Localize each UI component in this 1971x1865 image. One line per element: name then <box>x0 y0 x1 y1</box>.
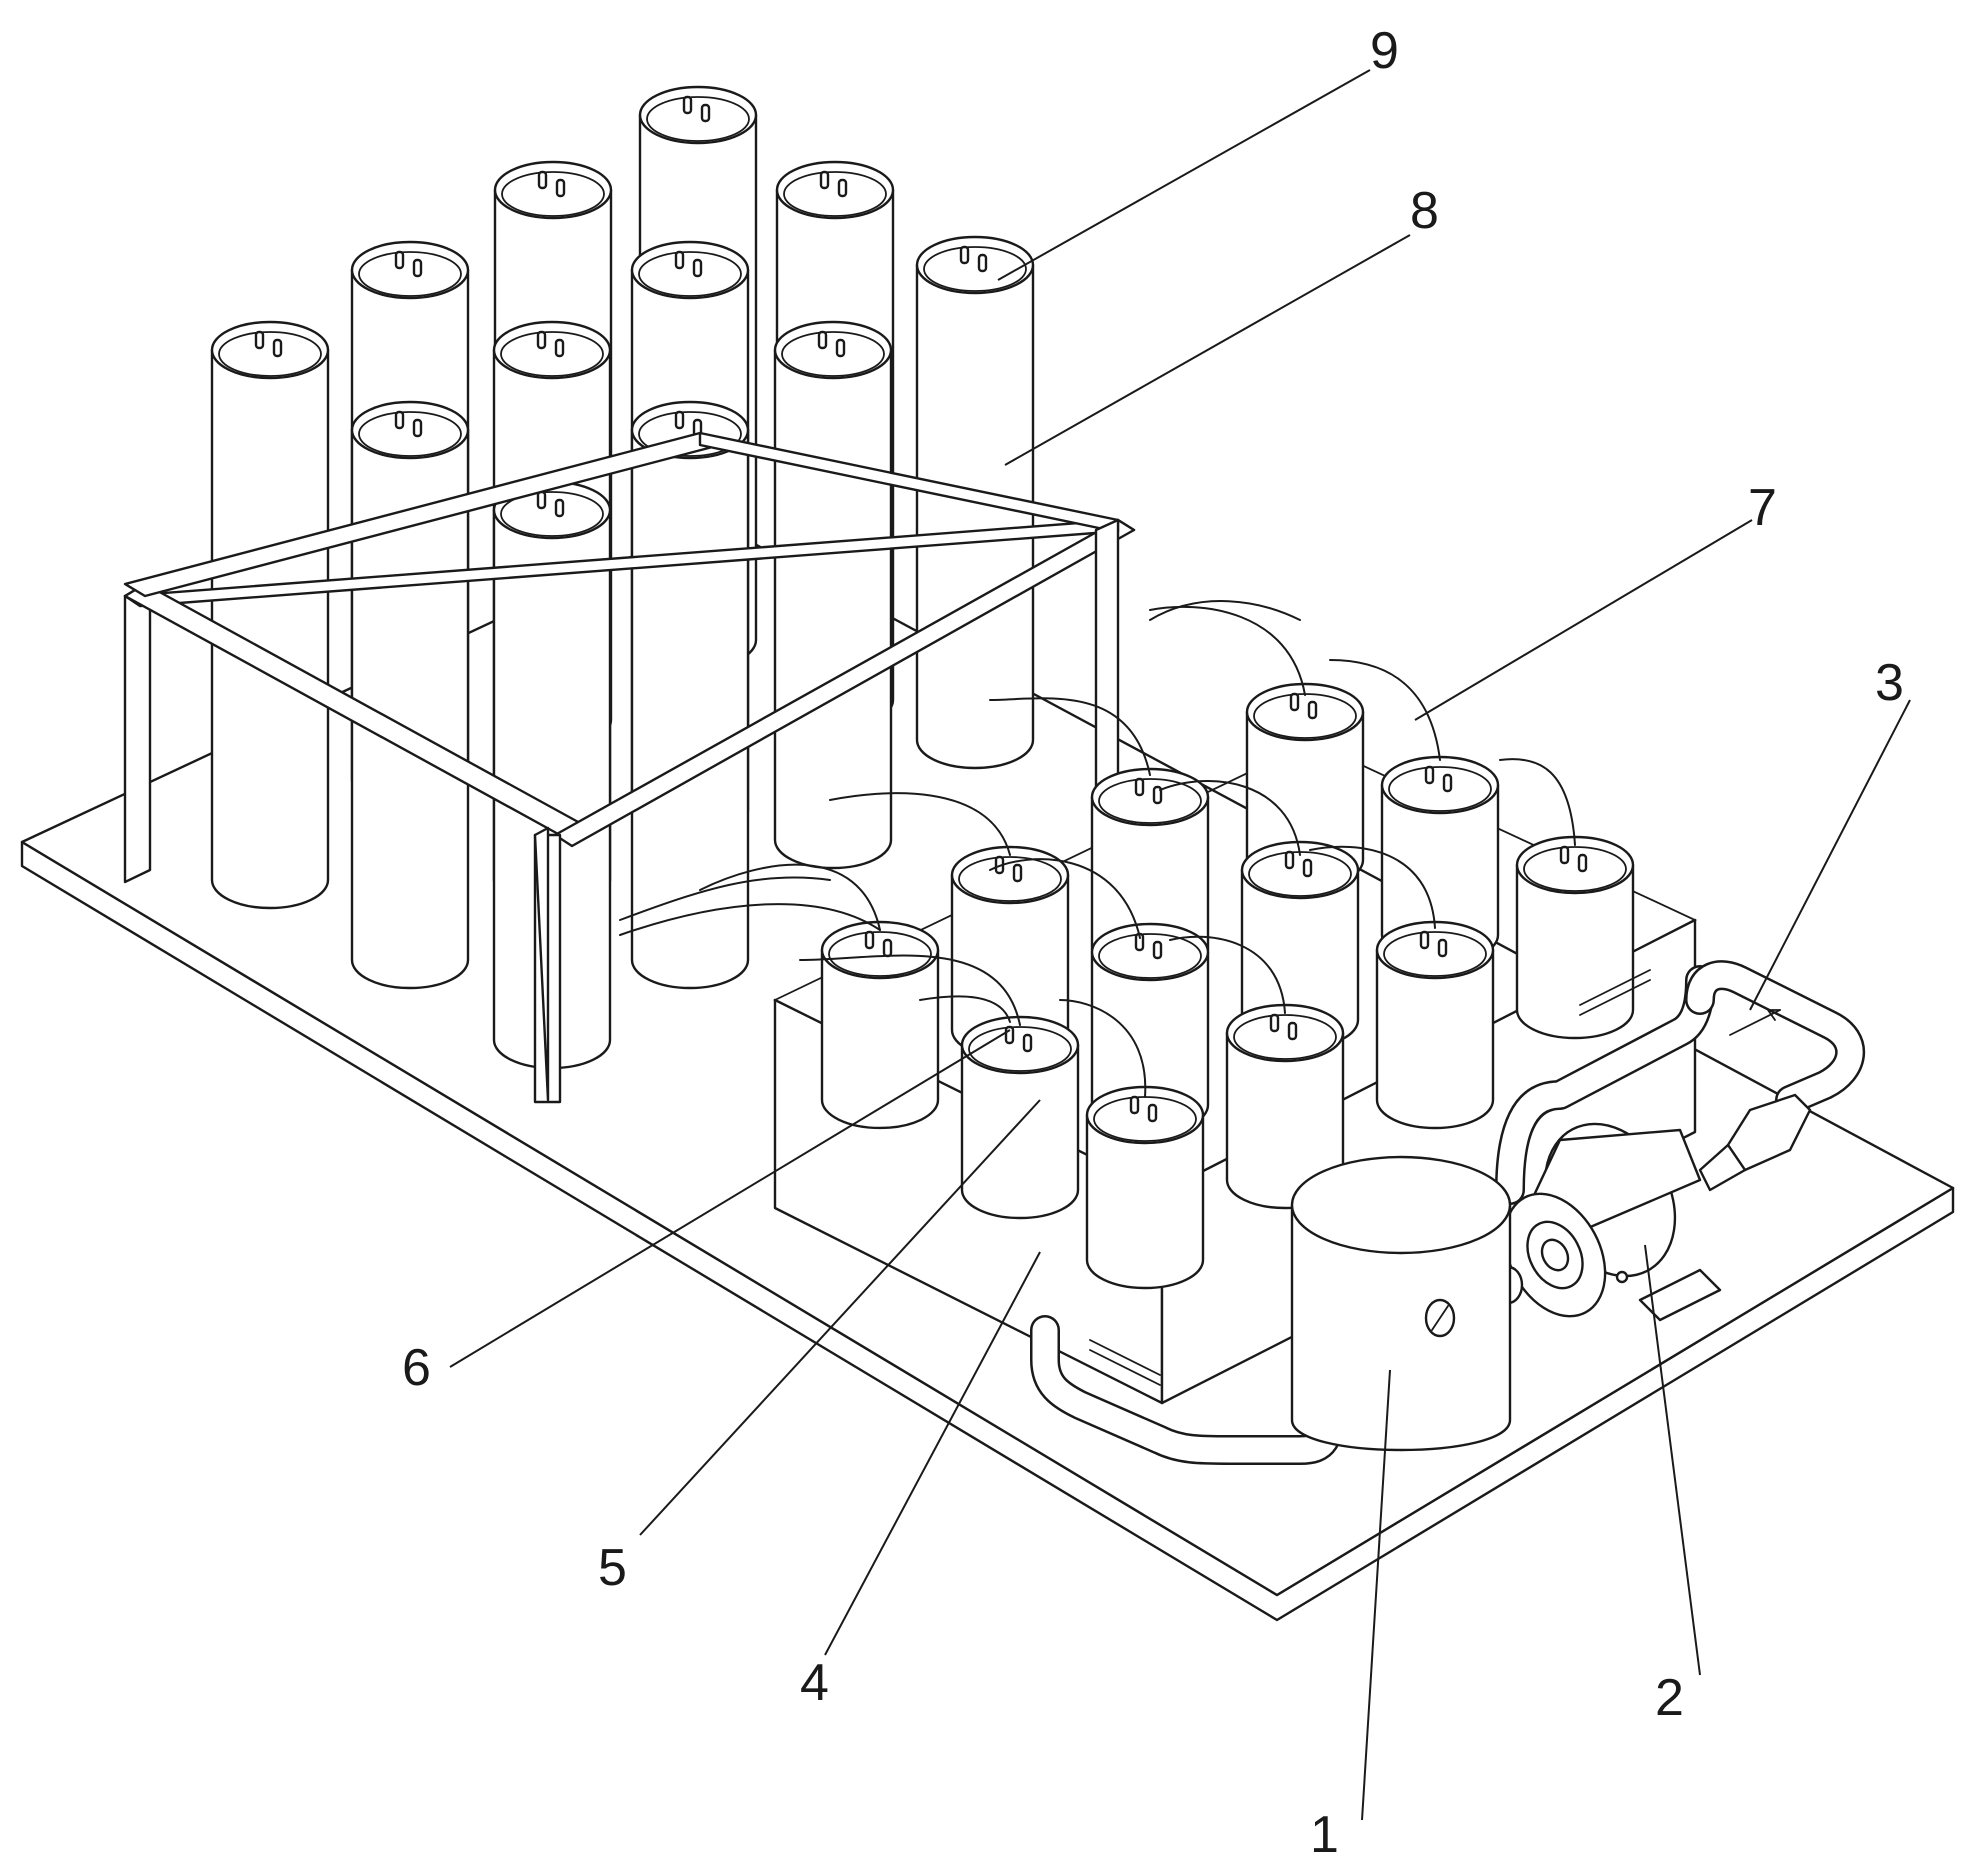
leader-7 <box>1414 519 1753 721</box>
tall-cylinder-12 <box>492 480 612 1070</box>
leader-2 <box>1644 1244 1701 1676</box>
label-7: 7 <box>1748 479 1777 537</box>
leader-8 <box>1004 234 1411 466</box>
tall-cylinder-6 <box>915 235 1035 770</box>
leader-5 <box>639 1099 1041 1536</box>
label-4: 4 <box>800 1654 829 1712</box>
label-6: 6 <box>402 1339 431 1397</box>
tall-cylinder-8 <box>773 320 893 870</box>
reference-numerals: 1 2 3 4 5 6 7 8 9 <box>402 22 1904 1864</box>
leader-4 <box>824 1251 1041 1656</box>
leader-9 <box>997 69 1371 281</box>
circulation-pipe <box>1030 960 1865 1465</box>
leader-6 <box>449 1029 1011 1368</box>
small-cylinder-7 <box>950 845 1070 1060</box>
small-cylinder-3 <box>1515 835 1635 1040</box>
motor-unit <box>1492 1122 1722 1322</box>
small-cylinder-5 <box>1240 840 1360 1050</box>
small-cylinder-10 <box>820 920 940 1130</box>
pump-cylinder <box>1290 1155 1512 1452</box>
small-cylinder-6 <box>1375 920 1495 1130</box>
small-cylinder-9 <box>1225 1003 1345 1210</box>
leader-3 <box>1749 699 1911 1011</box>
hose-group <box>619 600 1576 1098</box>
label-3: 3 <box>1875 654 1904 712</box>
tall-cylinder-9 <box>210 320 330 910</box>
label-8: 8 <box>1410 182 1439 240</box>
label-9: 9 <box>1370 22 1399 80</box>
label-2: 2 <box>1655 1669 1684 1727</box>
tall-cylinder-11 <box>630 400 750 990</box>
small-cylinder-11 <box>960 1015 1080 1220</box>
leader-lines <box>449 69 1911 1821</box>
small-cylinder-12 <box>1085 1085 1205 1290</box>
label-1: 1 <box>1310 1806 1339 1864</box>
small-cylinder-group <box>820 682 1635 1290</box>
leader-1 <box>1361 1369 1391 1821</box>
tall-cylinder-10 <box>350 400 470 990</box>
label-5: 5 <box>598 1539 627 1597</box>
